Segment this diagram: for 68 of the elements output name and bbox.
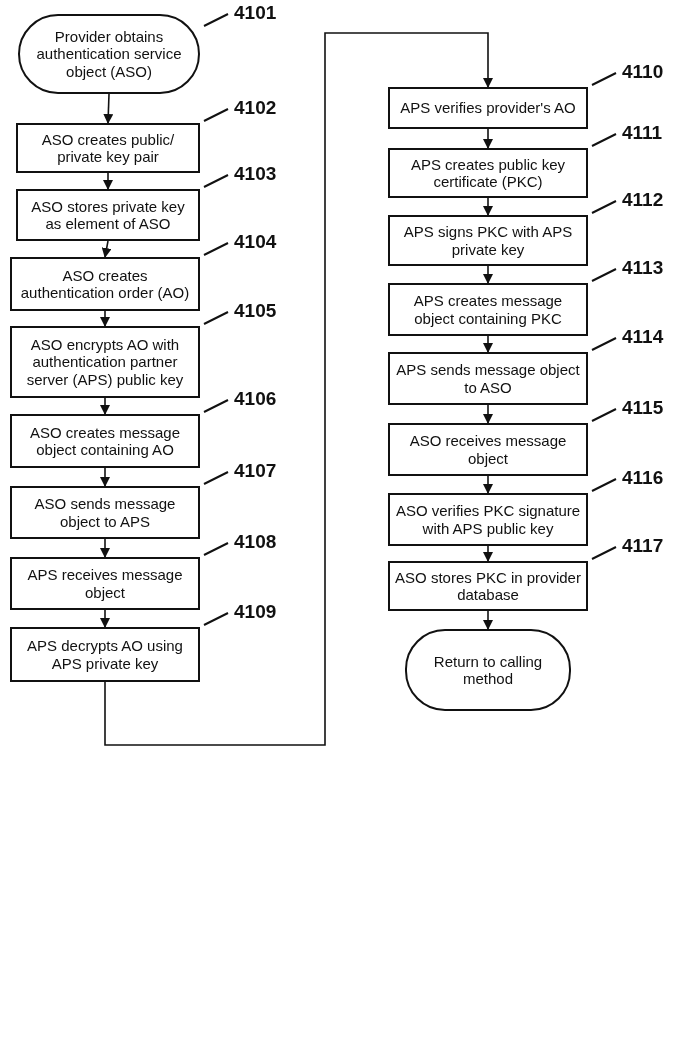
- step-text: ASO creates public/ private key pair: [40, 130, 176, 166]
- reference-number: 4103: [234, 163, 277, 185]
- process-box: [388, 561, 588, 611]
- process-box: [16, 123, 200, 173]
- process-box: [10, 414, 200, 468]
- step-text: ASO encrypts AO with authentication partner server (APS) public key: [25, 336, 185, 388]
- process-box: [10, 257, 200, 311]
- arrow: [483, 545, 493, 562]
- arrow: [100, 467, 110, 487]
- arrow: [100, 397, 110, 415]
- process-box: [16, 189, 200, 241]
- arrow: [483, 197, 493, 216]
- reference-number: 4102: [234, 97, 277, 119]
- arrow: [483, 335, 493, 353]
- arrow: [103, 93, 114, 124]
- step-text: ASO sends message object to APS: [33, 495, 177, 530]
- step-text: APS decrypts AO using APS private key: [26, 637, 184, 672]
- step-text: Return to calling method: [432, 652, 544, 688]
- process-box: [10, 557, 200, 610]
- step-text: ASO stores PKC in provider database: [394, 568, 582, 604]
- reference-number: 4101: [234, 2, 277, 24]
- arrow: [483, 475, 493, 494]
- arrow: [483, 265, 493, 284]
- arrow: [483, 610, 493, 630]
- step-text: ASO creates message object containing AO: [28, 423, 182, 459]
- reference-number: 4108: [234, 531, 277, 553]
- process-box: [10, 486, 200, 539]
- reference-number: 4106: [234, 388, 277, 410]
- step-text: ASO stores private key as element of ASO: [30, 197, 186, 233]
- step-text: APS creates public key certificate (PKC): [409, 155, 567, 191]
- step-text: APS signs PKC with APS private key: [402, 223, 574, 258]
- step-text: APS verifies provider's AO: [400, 99, 576, 117]
- step-text: ASO receives message object: [408, 432, 568, 467]
- reference-number: 4115: [622, 397, 664, 419]
- arrow: [100, 538, 110, 558]
- process-box: [388, 215, 588, 266]
- reference-number: 4116: [622, 467, 664, 489]
- process-box: [10, 326, 200, 398]
- step-text: APS creates message object containing PKC: [412, 292, 564, 327]
- process-box: [388, 148, 588, 198]
- arrow: [103, 172, 113, 190]
- arrow: [101, 240, 112, 258]
- reference-number: 4104: [234, 231, 277, 253]
- step-text: Provider obtains authentication service object (ASO): [35, 28, 183, 80]
- step-text: APS receives message object: [26, 566, 184, 601]
- reference-number: 4109: [234, 601, 277, 623]
- reference-number: 4117: [622, 535, 664, 557]
- step-text: ASO verifies PKC signature with APS public key: [394, 502, 582, 537]
- process-box: [388, 423, 588, 476]
- arrow: [100, 310, 110, 327]
- arrow: [100, 609, 110, 628]
- arrow: [483, 128, 493, 149]
- reference-number: 4112: [622, 189, 664, 211]
- step-text: ASO creates authentication order (AO): [19, 266, 191, 302]
- arrow: [483, 404, 493, 424]
- reference-number: 4105: [234, 300, 277, 322]
- reference-number: 4113: [622, 257, 664, 279]
- process-box: [388, 352, 588, 405]
- step-text: APS sends message object to ASO: [395, 361, 581, 396]
- process-box: [388, 283, 588, 336]
- reference-number: 4107: [234, 460, 277, 482]
- arrow: [104, 32, 493, 746]
- reference-number: 4114: [622, 326, 664, 348]
- reference-number: 4111: [622, 122, 663, 144]
- process-box: [388, 87, 588, 129]
- process-box: [388, 493, 588, 546]
- reference-number: 4110: [622, 61, 664, 83]
- process-box: [10, 627, 200, 682]
